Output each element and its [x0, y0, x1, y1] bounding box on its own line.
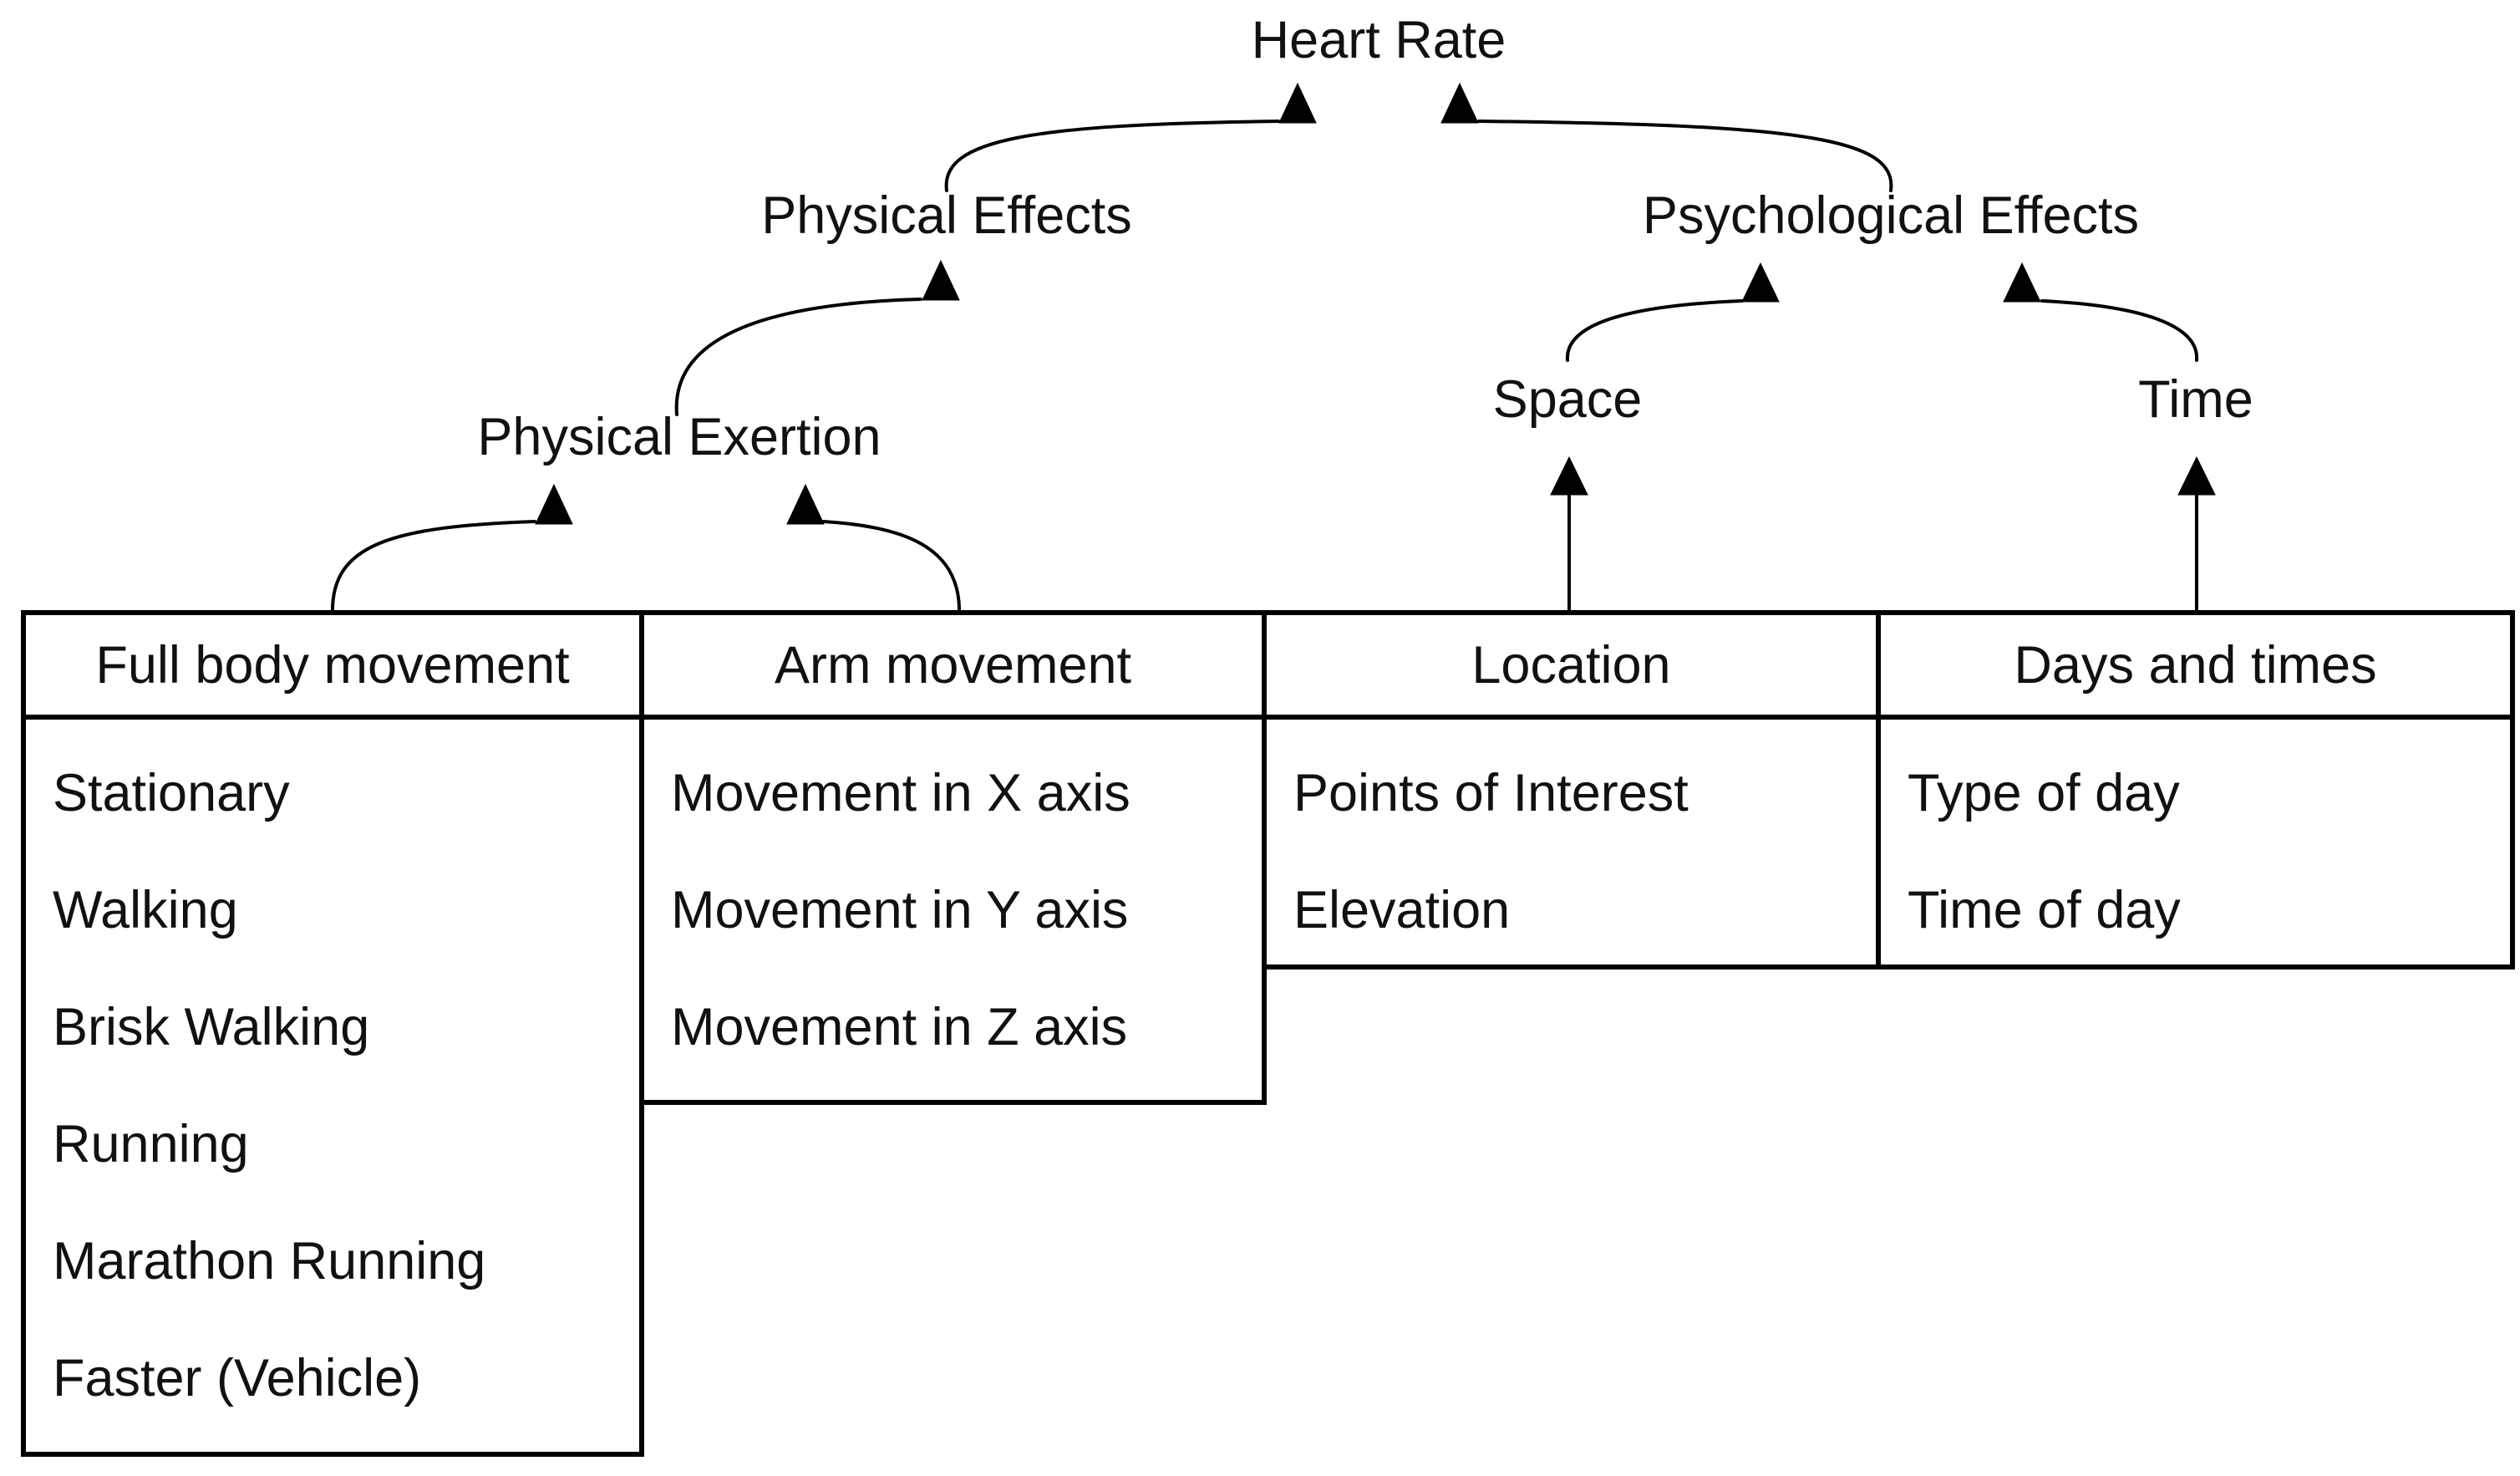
- list-item-movement-z: Movement in Z axis: [671, 998, 1128, 1056]
- list-item-type-of-day: Type of day: [1908, 764, 2180, 822]
- arrowhead-heart-rate-left: [1278, 82, 1317, 124]
- list-item-marathon-running: Marathon Running: [53, 1232, 486, 1290]
- arrowhead-psychological-effects-left: [1741, 262, 1780, 303]
- list-item-brisk-walking: Brisk Walking: [53, 998, 370, 1056]
- list-item-movement-y: Movement in Y axis: [671, 881, 1129, 939]
- list-item-faster-vehicle: Faster (Vehicle): [53, 1349, 422, 1407]
- edge-arm-box-to-physical-exertion: [822, 520, 962, 615]
- list-item-points-of-interest: Points of Interest: [1293, 764, 1689, 822]
- box-items-arm-movement: Movement in X axis Movement in Y axis Mo…: [644, 720, 1262, 1086]
- node-physical-exertion: Physical Exertion: [477, 408, 881, 466]
- list-item-running: Running: [53, 1115, 249, 1173]
- category-box-arm-movement: Arm movement Movement in X axis Movement…: [644, 610, 1267, 1105]
- arrowhead-physical-exertion-left: [535, 483, 573, 525]
- node-space: Space: [1492, 370, 1643, 429]
- box-items-location: Points of Interest Elevation: [1267, 720, 1876, 969]
- list-item-movement-x: Movement in X axis: [671, 764, 1130, 822]
- edge-physical-exertion-to-physical-effects: [674, 298, 922, 416]
- box-header-location: Location: [1267, 615, 1876, 720]
- arrowhead-psychological-effects-right: [2003, 262, 2041, 303]
- list-item-time-of-day: Time of day: [1908, 881, 2181, 939]
- node-physical-effects: Physical Effects: [761, 186, 1132, 245]
- category-box-days-and-times: Days and times Type of day Time of day: [1881, 610, 2515, 970]
- box-items-days-and-times: Type of day Time of day: [1881, 720, 2510, 969]
- arrowhead-heart-rate-right: [1440, 82, 1479, 124]
- arrowhead-physical-effects: [922, 259, 960, 301]
- arrowhead-physical-exertion-right: [786, 483, 825, 525]
- list-item-walking: Walking: [53, 881, 238, 939]
- list-item-stationary: Stationary: [53, 764, 290, 822]
- node-psychological-effects: Psychological Effects: [1642, 186, 2140, 245]
- node-time: Time: [2138, 370, 2253, 429]
- category-box-full-body-movement: Full body movement Stationary Walking Br…: [21, 610, 644, 1457]
- arrowhead-time: [2177, 456, 2216, 496]
- edge-psychological-effects-to-heart-rate: [1477, 120, 1893, 192]
- box-items-full-body-movement: Stationary Walking Brisk Walking Running…: [26, 720, 639, 1437]
- box-header-arm-movement: Arm movement: [644, 615, 1262, 720]
- edge-full-body-box-to-physical-exertion: [330, 520, 536, 615]
- edge-space-to-psychological-effects: [1565, 299, 1744, 362]
- edge-physical-effects-to-heart-rate: [944, 120, 1280, 192]
- box-header-days-and-times: Days and times: [1881, 615, 2510, 720]
- list-item-elevation: Elevation: [1293, 881, 1511, 939]
- box-header-full-body-movement: Full body movement: [26, 615, 639, 720]
- edge-time-to-psychological-effects: [2040, 299, 2199, 362]
- category-box-location: Location Points of Interest Elevation: [1267, 610, 1881, 970]
- arrowhead-space: [1550, 456, 1588, 496]
- node-heart-rate: Heart Rate: [1251, 11, 1506, 69]
